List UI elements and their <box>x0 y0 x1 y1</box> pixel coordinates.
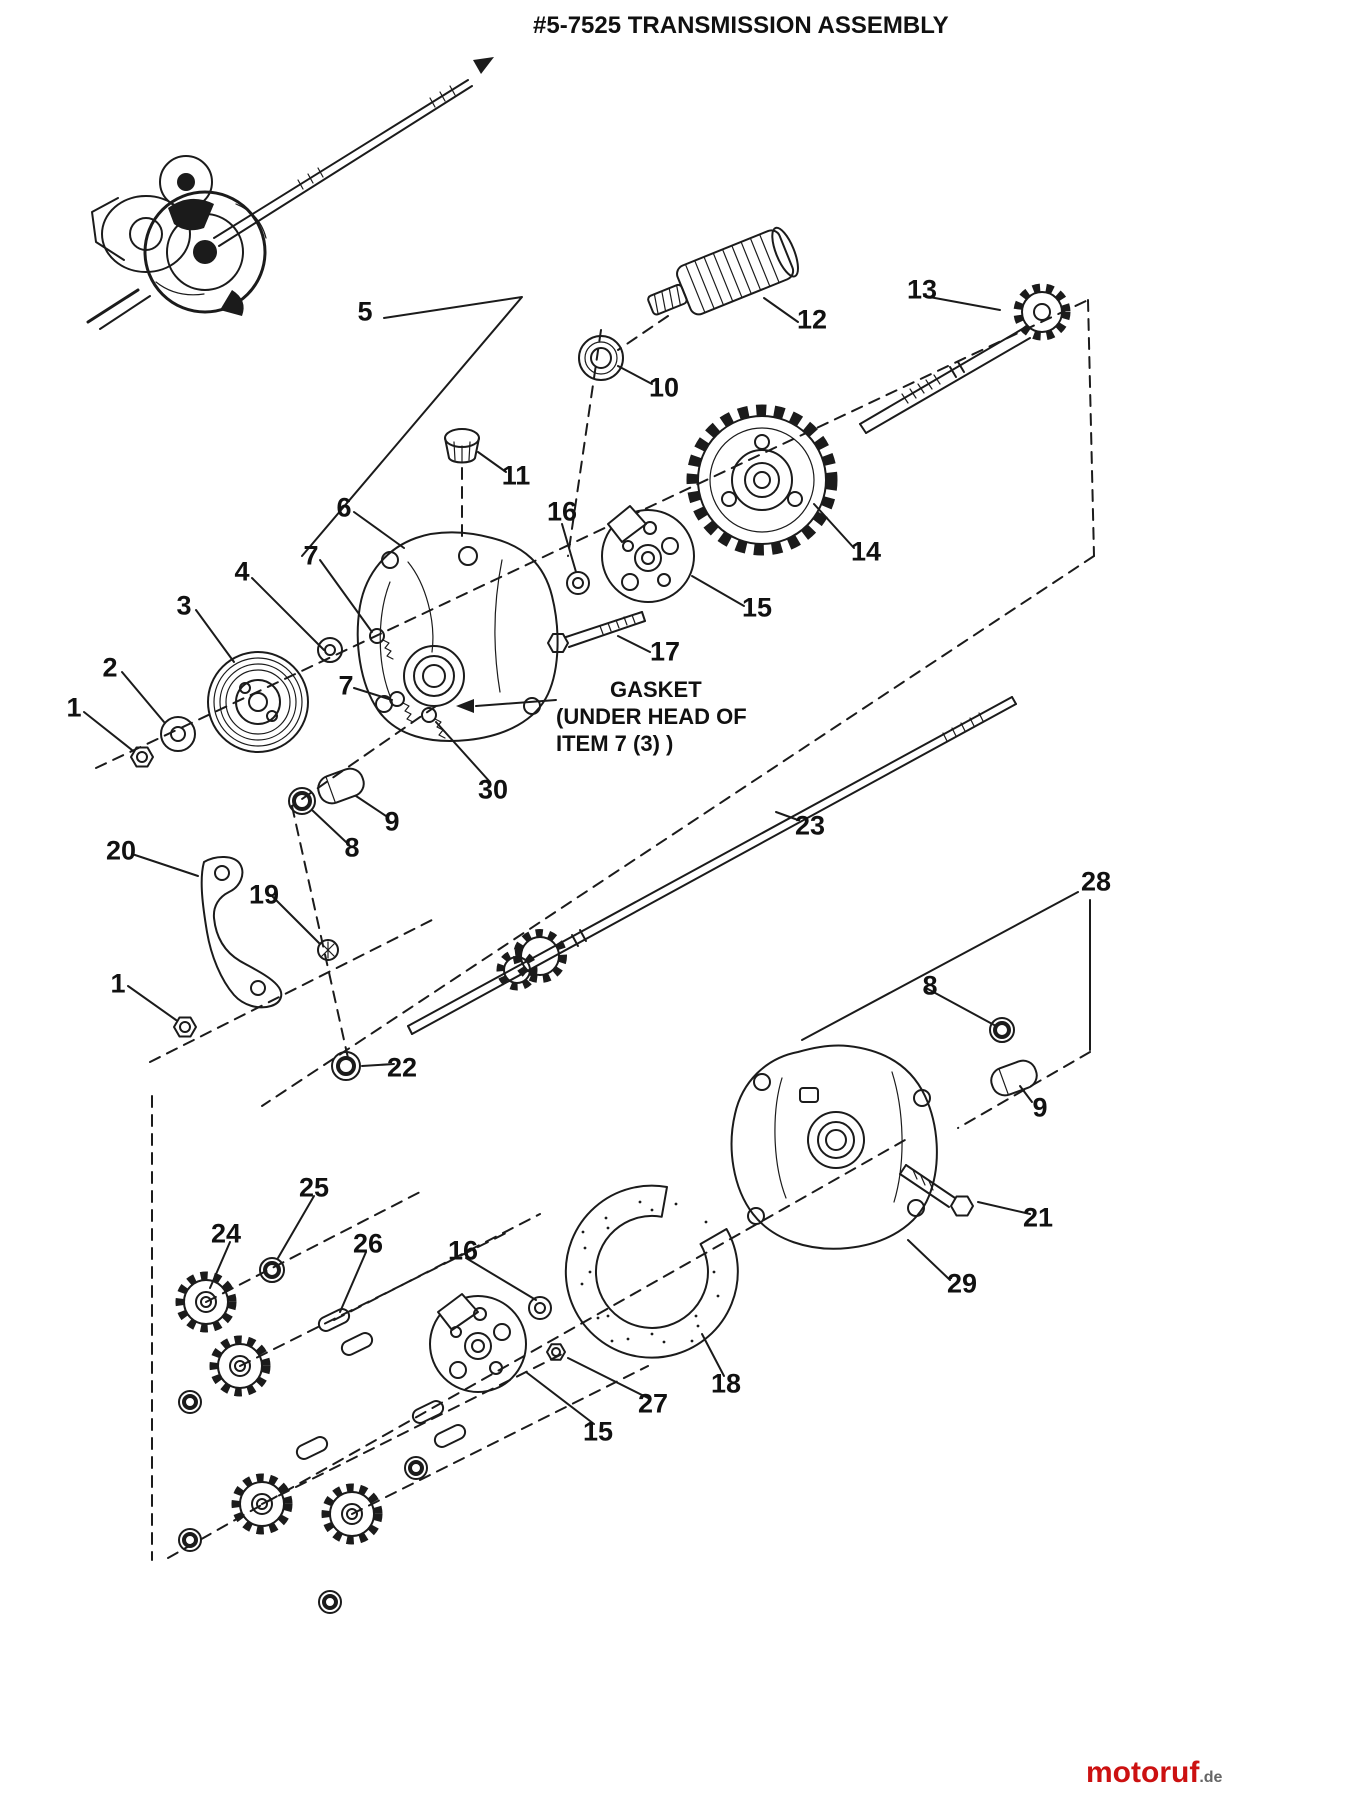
gasket-note-line2: (UNDER HEAD OF <box>556 704 747 729</box>
part-label-28: 28 <box>1080 866 1112 897</box>
pulley-3-drawing <box>207 651 309 753</box>
housing-6-drawing <box>356 531 559 742</box>
part-label-8: 8 <box>344 832 360 863</box>
gasket-note: GASKET (UNDER HEAD OF ITEM 7 (3) ) <box>556 676 747 757</box>
part-label-20: 20 <box>105 835 137 866</box>
bolt-17-drawing <box>547 611 646 653</box>
arrowheads <box>456 57 494 713</box>
part-label-5: 5 <box>357 296 373 327</box>
pushnut-19-drawing <box>317 939 339 961</box>
shaft-13-drawing <box>859 283 1071 434</box>
nut-1b-drawing <box>173 1016 197 1038</box>
part-label-9: 9 <box>384 806 400 837</box>
nut-1-drawing <box>130 746 154 768</box>
gasket-note-line3: ITEM 7 (3) ) <box>556 731 674 756</box>
part-label-3: 3 <box>176 590 192 621</box>
washer-4-drawing <box>317 637 343 663</box>
watermark-tld: .de <box>1199 1769 1223 1786</box>
plate-15-drawing <box>601 505 695 603</box>
bracket-20-drawing <box>200 856 283 1009</box>
part-label-15: 15 <box>741 592 773 623</box>
roller-12-drawing <box>647 226 799 316</box>
housing-29-drawing <box>730 1044 938 1250</box>
part-label-26: 26 <box>352 1228 384 1259</box>
part-label-1b: 1 <box>110 968 126 999</box>
part-label-4: 4 <box>234 556 250 587</box>
part-label-11: 11 <box>501 460 531 491</box>
part-label-8b: 8 <box>922 970 938 1001</box>
part-label-13: 13 <box>906 274 938 305</box>
axis-guide-lines <box>95 299 1095 1561</box>
bearing-8b-drawing <box>989 1017 1015 1043</box>
spacer-9-drawing <box>317 767 365 805</box>
spacer-25-drawing <box>259 1257 285 1283</box>
screws-7-30-drawing <box>369 628 446 739</box>
diagram-title: #5-7525 TRANSMISSION ASSEMBLY <box>533 12 949 39</box>
part-label-10: 10 <box>648 372 680 403</box>
part-label-30: 30 <box>477 774 509 805</box>
pins-26-drawing <box>295 1308 467 1460</box>
part-label-16: 16 <box>546 496 578 527</box>
part-label-22: 22 <box>386 1052 418 1083</box>
part-label-16b: 16 <box>447 1235 479 1266</box>
part-label-7b: 7 <box>338 670 354 701</box>
bearing-10-drawing <box>578 335 624 381</box>
part-label-2: 2 <box>102 652 118 683</box>
watermark-brand: motoruf <box>1086 1756 1200 1789</box>
part-label-1: 1 <box>66 692 82 723</box>
part-label-18: 18 <box>710 1368 742 1399</box>
bushing-22-drawing <box>331 1051 361 1081</box>
part-label-29: 29 <box>946 1268 978 1299</box>
part-label-27: 27 <box>637 1388 669 1419</box>
cap-11-drawing <box>444 428 480 464</box>
gasket-18-drawing <box>564 1184 739 1359</box>
nut-27-drawing <box>546 1343 566 1361</box>
gears-24-drawing <box>175 1271 428 1614</box>
part-label-17: 17 <box>649 636 681 667</box>
plate-15b-drawing <box>429 1293 527 1393</box>
part-label-21: 21 <box>1022 1202 1054 1233</box>
assembled-transmission-drawing <box>86 79 473 330</box>
part-label-23: 23 <box>794 810 826 841</box>
washer-16b-drawing <box>528 1296 552 1320</box>
washer-2-drawing <box>160 716 196 752</box>
leader-lines <box>83 295 1091 1425</box>
gear-14-drawing <box>686 404 838 556</box>
gasket-note-line1: GASKET <box>610 677 702 702</box>
part-label-25: 25 <box>298 1172 330 1203</box>
part-label-9b: 9 <box>1032 1092 1048 1123</box>
part-label-24: 24 <box>210 1218 242 1249</box>
bearing-8-drawing <box>288 787 316 815</box>
watermark-logo: motoruf.de <box>1086 1756 1222 1790</box>
part-label-19: 19 <box>248 879 280 910</box>
part-label-12: 12 <box>796 304 828 335</box>
part-label-7: 7 <box>303 540 319 571</box>
part-label-14: 14 <box>850 536 882 567</box>
part-label-15b: 15 <box>582 1416 614 1447</box>
spacer-9b-drawing <box>990 1059 1038 1097</box>
washer-16-drawing <box>566 571 590 595</box>
shaft-23-drawing <box>407 696 1017 1035</box>
part-label-6: 6 <box>336 492 352 523</box>
bolt-21-drawing <box>899 1164 974 1217</box>
